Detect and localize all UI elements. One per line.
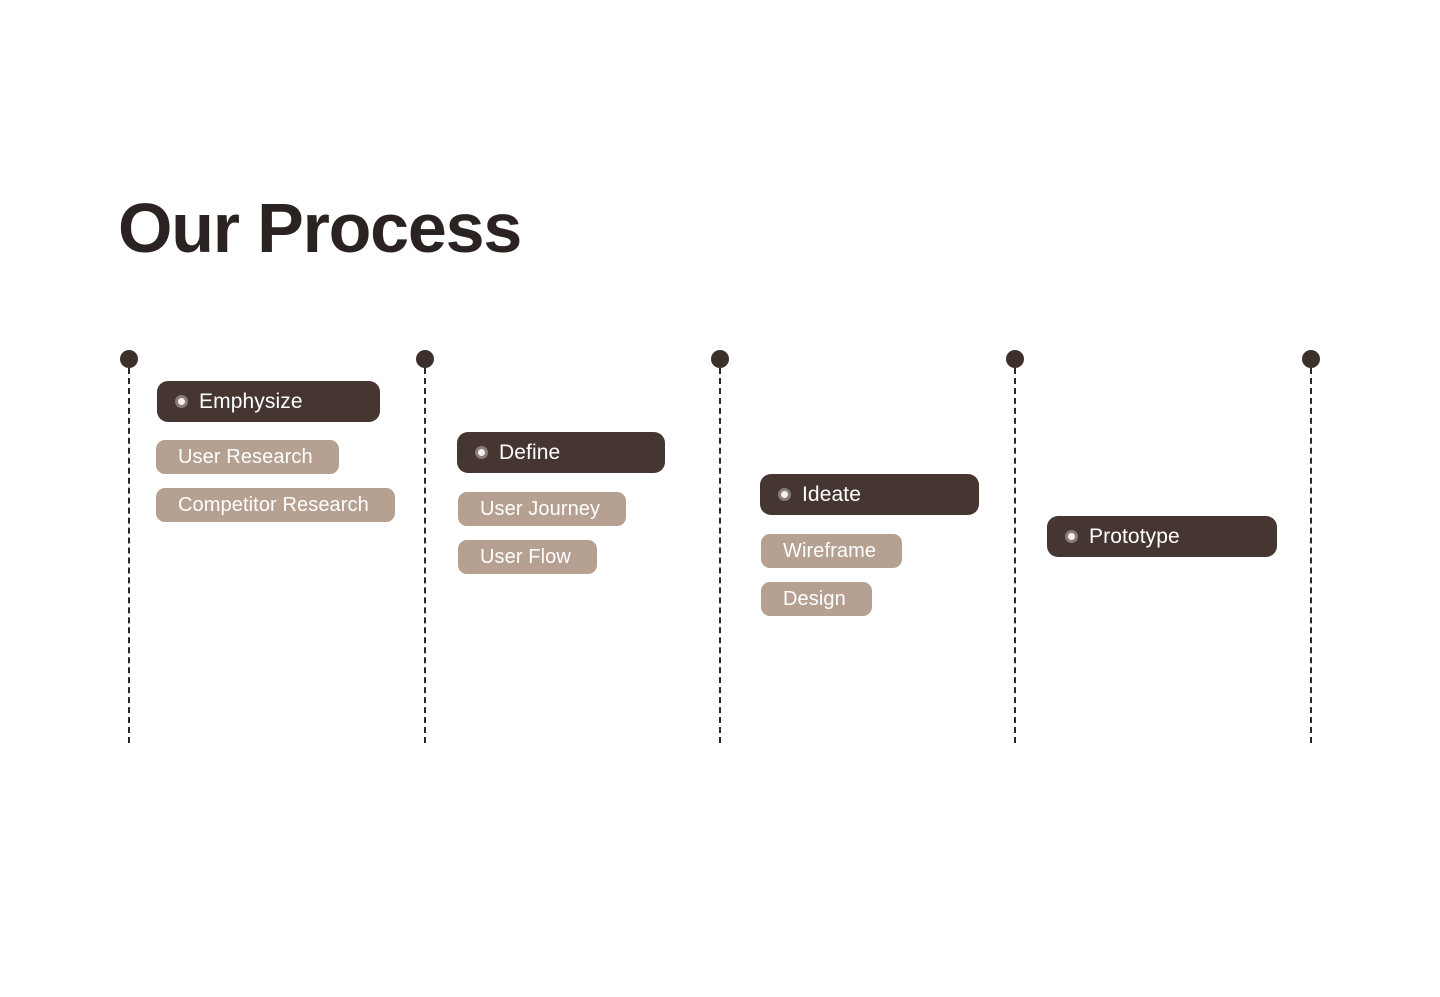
- timeline-dashed-line: [128, 368, 130, 743]
- substep-list: User Research Competitor Research: [156, 440, 395, 522]
- stage-label: Prototype: [1089, 524, 1180, 548]
- stage-main-pill[interactable]: Prototype: [1047, 516, 1277, 557]
- radio-dot-icon: [175, 395, 188, 408]
- process-stage-define: Define User Journey User Flow: [457, 432, 665, 574]
- stage-main-pill[interactable]: Emphysize: [157, 381, 380, 422]
- timeline-dashed-line: [1310, 368, 1312, 743]
- stage-label: Define: [499, 440, 561, 464]
- substep-pill[interactable]: Competitor Research: [156, 488, 395, 522]
- substep-pill[interactable]: Wireframe: [761, 534, 903, 568]
- timeline-dot-icon: [416, 350, 434, 368]
- process-stage-emphysize: Emphysize User Research Competitor Resea…: [156, 381, 395, 522]
- timeline-dashed-line: [1014, 368, 1016, 743]
- substep-pill[interactable]: User Flow: [458, 540, 597, 574]
- radio-dot-icon: [1065, 530, 1078, 543]
- substep-pill[interactable]: User Journey: [458, 492, 627, 526]
- stage-label: Ideate: [802, 482, 861, 506]
- process-stage-prototype: Prototype: [1047, 516, 1277, 557]
- stage-label: Emphysize: [199, 389, 303, 413]
- stage-main-pill[interactable]: Ideate: [760, 474, 979, 515]
- timeline-dot-icon: [120, 350, 138, 368]
- substep-list: Wireframe Design: [761, 534, 903, 616]
- stage-main-pill[interactable]: Define: [457, 432, 665, 473]
- timeline-dot-icon: [1006, 350, 1024, 368]
- substep-list: User Journey User Flow: [458, 492, 627, 574]
- timeline-dot-icon: [1302, 350, 1320, 368]
- page-title: Our Process: [118, 189, 522, 267]
- radio-dot-icon: [475, 446, 488, 459]
- substep-pill[interactable]: User Research: [156, 440, 339, 474]
- substep-pill[interactable]: Design: [761, 582, 872, 616]
- timeline-dot-icon: [711, 350, 729, 368]
- radio-dot-icon: [778, 488, 791, 501]
- process-stage-ideate: Ideate Wireframe Design: [760, 474, 979, 616]
- timeline-dashed-line: [719, 368, 721, 743]
- timeline-dashed-line: [424, 368, 426, 743]
